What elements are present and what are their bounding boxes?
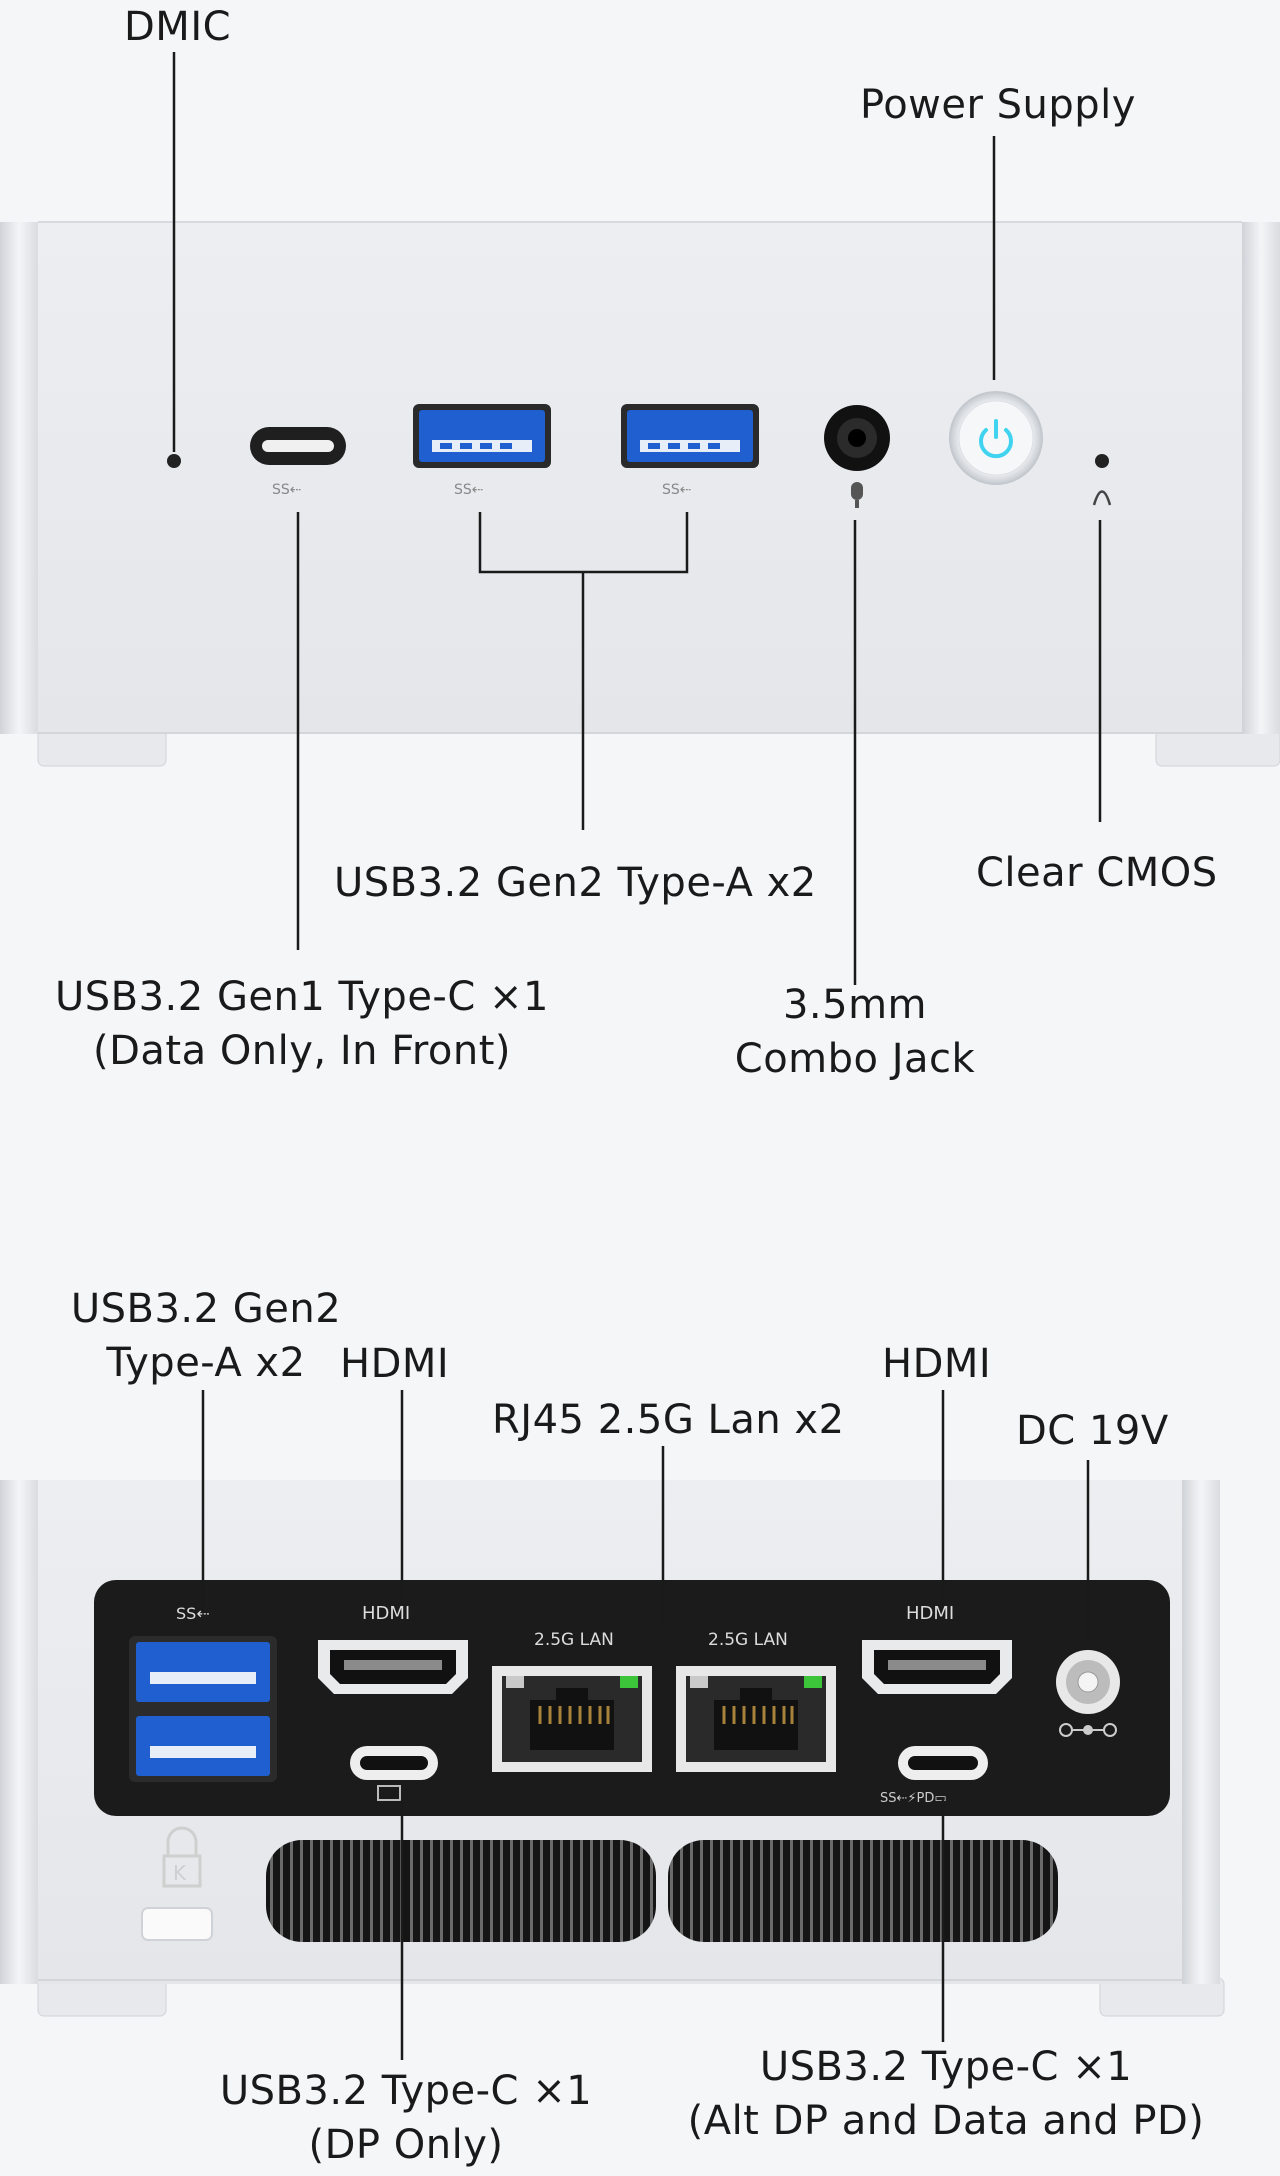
label-combo-jack-line2: Combo Jack — [734, 1036, 976, 1082]
label-usbc-front: USB3.2 Gen1 Type-C ×1 (Data Only, In Fro… — [52, 970, 552, 1078]
lan-port-1 — [492, 1666, 652, 1772]
lan-port-2 — [676, 1666, 836, 1772]
label-usbc-dp: USB3.2 Type-C ×1 (DP Only) — [206, 2064, 606, 2172]
label-usbc-full-line2: (Alt DP and Data and PD) — [687, 2098, 1205, 2144]
label-usba-rear-line2: Type-A x2 — [106, 1340, 306, 1386]
label-combo-jack-line1: 3.5mm — [782, 982, 928, 1028]
panel-label-ss: SS⇠ — [176, 1604, 210, 1623]
usba-rear-ports — [129, 1636, 277, 1782]
front-port-mark-usba-1: SS⇠ — [454, 482, 484, 498]
clear-cmos-hole — [1095, 454, 1109, 468]
usba-front-port-2 — [621, 404, 759, 468]
rear-leader-lines — [201, 1390, 1090, 2060]
label-usba-rear: USB3.2 Gen2 Type-A x2 — [56, 1282, 356, 1390]
panel-label-hdmi-right: HDMI — [906, 1603, 955, 1624]
label-usbc-full: USB3.2 Type-C ×1 (Alt DP and Data and PD… — [676, 2040, 1216, 2148]
vent-left — [266, 1840, 656, 1942]
front-port-mark-usba-2: SS⇠ — [662, 482, 692, 498]
label-rj45: RJ45 2.5G Lan x2 — [492, 1397, 845, 1443]
panel-label-lan-2: 2.5G LAN — [708, 1630, 788, 1650]
label-clear-cmos: Clear CMOS — [976, 850, 1218, 896]
label-usbc-front-line2: (Data Only, In Front) — [92, 1028, 512, 1074]
hdmi-right-port — [862, 1640, 1012, 1694]
usba-front-port-1 — [413, 404, 551, 468]
front-port-mark-usbc: SS⇠ — [272, 482, 302, 498]
label-dc: DC 19V — [1016, 1408, 1169, 1454]
front-device — [0, 221, 1280, 767]
label-combo-jack: 3.5mm Combo Jack — [715, 978, 995, 1086]
label-usba-front: USB3.2 Gen2 Type-A x2 — [334, 860, 817, 906]
panel-label-hdmi-left: HDMI — [362, 1603, 411, 1624]
label-usba-rear-line1: USB3.2 Gen2 — [70, 1286, 342, 1332]
panel-label-lan-1: 2.5G LAN — [534, 1630, 614, 1650]
label-usbc-dp-line2: (DP Only) — [308, 2122, 504, 2168]
svg-text:K: K — [173, 1861, 187, 1885]
label-usbc-front-line1: USB3.2 Gen1 Type-C ×1 — [55, 974, 549, 1020]
label-dmic: DMIC — [124, 4, 232, 50]
kensington-lock-graphic: K — [141, 1826, 213, 1941]
hdmi-left-port — [318, 1640, 468, 1694]
label-power-supply: Power Supply — [860, 82, 1136, 128]
label-hdmi-left: HDMI — [340, 1341, 450, 1387]
vent-right — [668, 1840, 1058, 1942]
rear-device: SS⇠⚡PD▭ K — [0, 1480, 1225, 2017]
label-hdmi-right: HDMI — [882, 1341, 992, 1387]
front-leader-lines — [172, 52, 1102, 985]
label-usbc-dp-line1: USB3.2 Type-C ×1 — [219, 2068, 593, 2114]
dmic-hole — [167, 454, 181, 468]
svg-text:SS⇠⚡PD▭: SS⇠⚡PD▭ — [880, 1791, 947, 1806]
label-usbc-full-line1: USB3.2 Type-C ×1 — [759, 2044, 1133, 2090]
